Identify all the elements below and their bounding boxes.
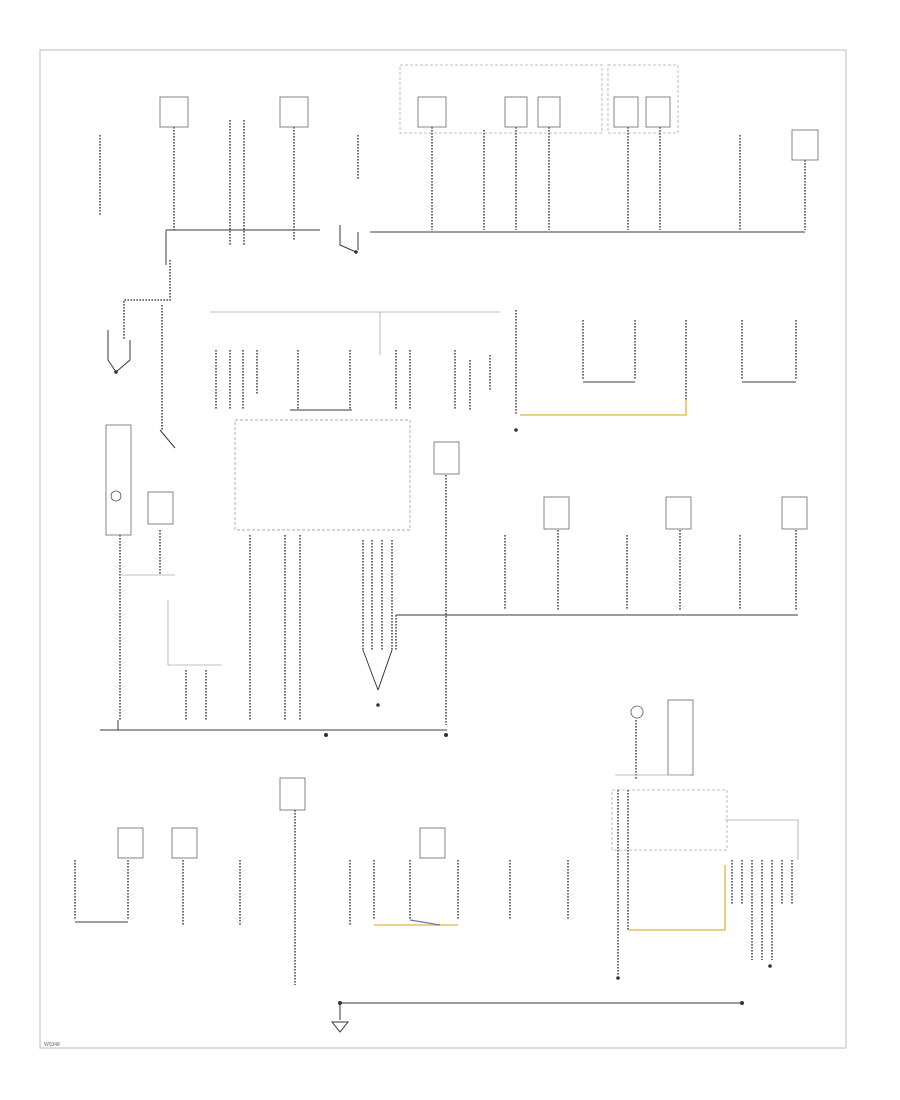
ground-point [376,703,380,707]
footer-code: W0348 [44,1042,60,1048]
component-box [543,496,570,530]
wire-blue [409,919,441,926]
bottom-components [74,699,799,1033]
component-group [607,64,679,134]
ground-symbol [330,1021,350,1033]
component-group [399,64,603,134]
ground-point [768,964,772,968]
sensor-symbol [630,705,644,719]
junction-dot [444,733,448,737]
mid-components [100,311,500,737]
component-box [791,129,819,161]
component-box [159,96,189,128]
engine-control-module [234,419,411,531]
component-box [504,96,528,128]
connector-block [611,789,728,851]
component-box [419,827,446,859]
component-box [433,441,460,475]
component-box [781,496,808,530]
component-box [613,96,639,128]
ground-point [114,370,118,374]
component-box [171,827,198,859]
sensor-symbol [110,490,122,502]
component-box [279,96,309,128]
component-box [105,424,132,536]
wire-yellow [628,865,726,931]
component-box [147,491,174,525]
component-box [117,827,144,859]
diagram-frame [39,49,847,1049]
ground-point [616,976,620,980]
junction-dot [324,733,328,737]
component-box [645,96,671,128]
ground-point [514,428,518,432]
top-components [99,64,819,265]
component-box [417,96,447,128]
component-box [279,777,306,811]
component-box [667,699,694,776]
wire-yellow [520,400,687,416]
component-box [537,96,561,128]
junction-dot [740,1001,744,1005]
component-box [665,496,692,530]
ground-point [354,250,358,254]
left-feeds [107,260,176,449]
right-mid-components [395,310,808,650]
